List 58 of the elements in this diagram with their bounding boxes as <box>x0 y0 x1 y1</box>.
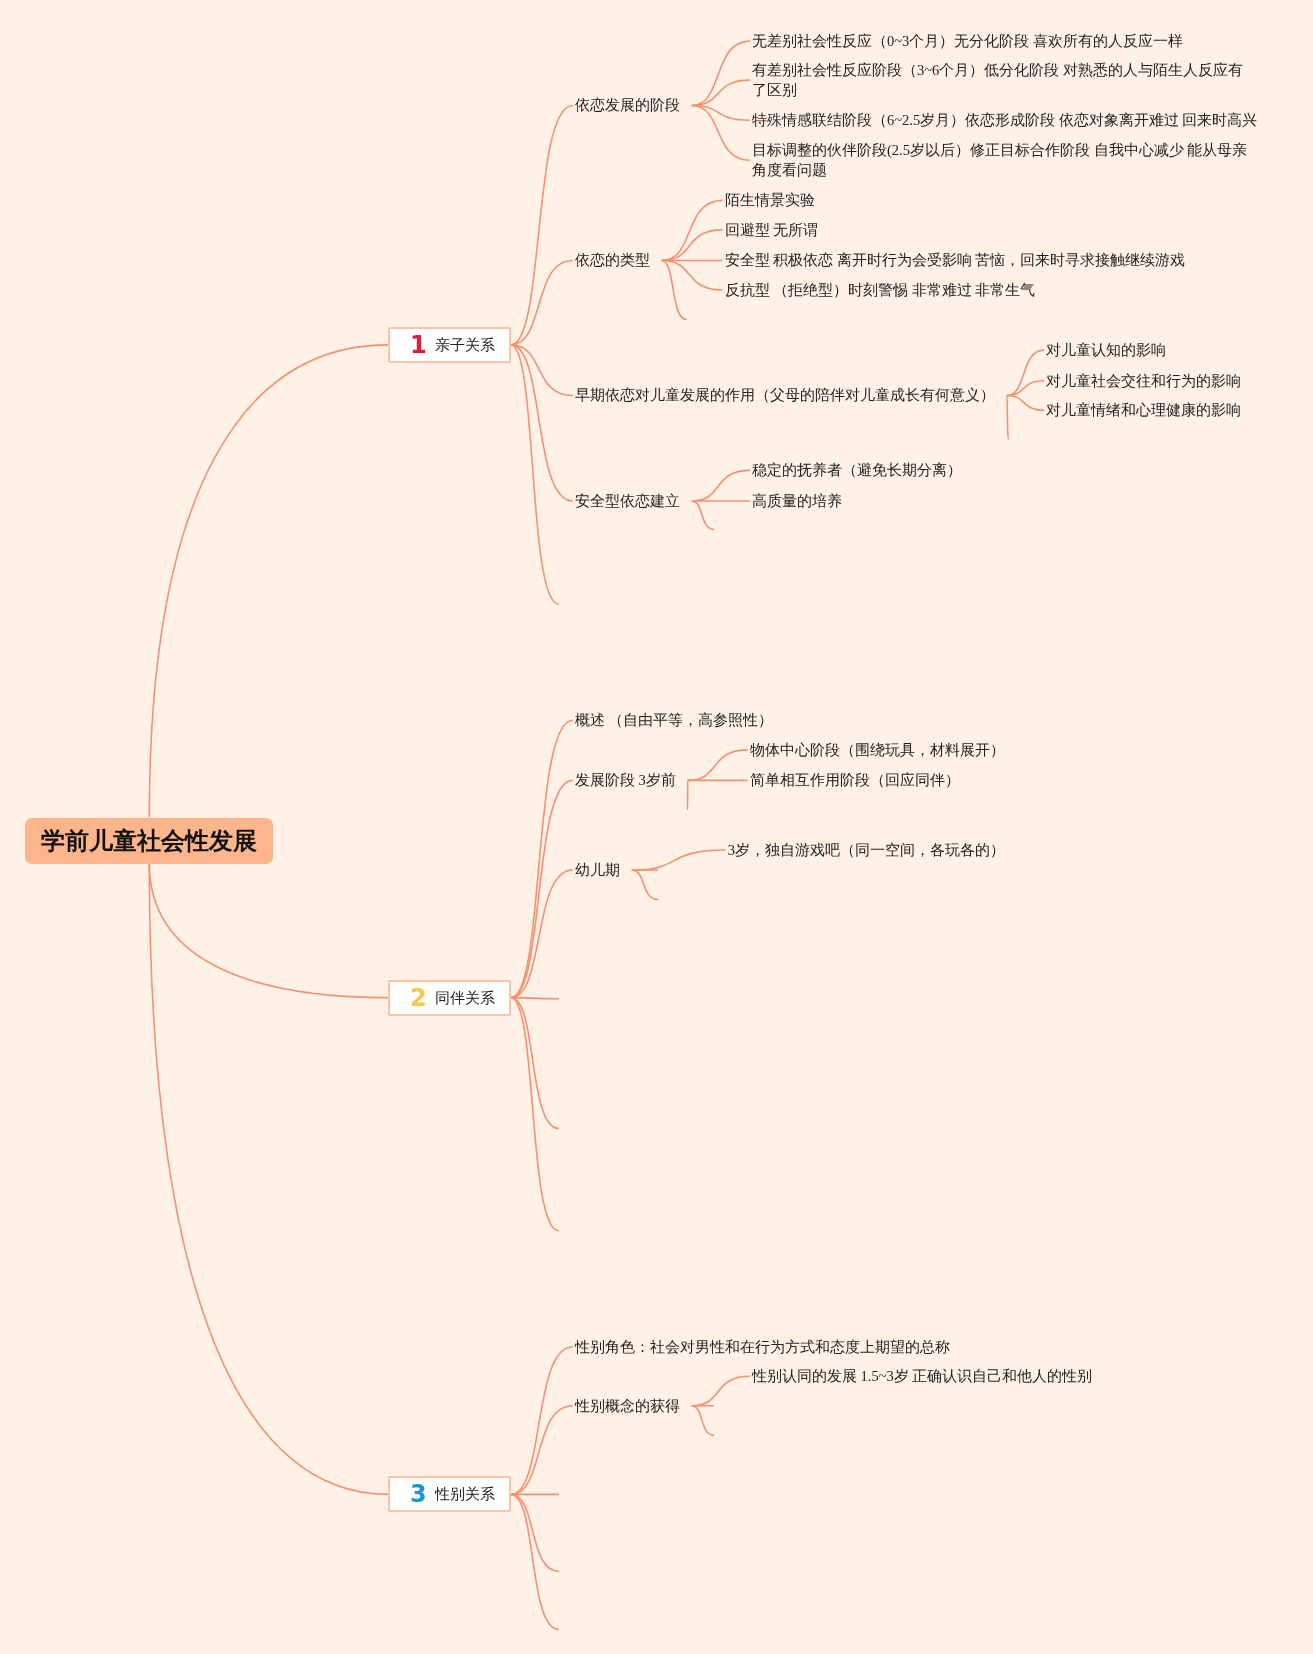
topic-text: 幼儿期 <box>572 858 632 883</box>
topic-text: 特殊情感联结阶段（6~2.5岁月）依恋形成阶段 依恋对象离开难过 回来时高兴 <box>749 108 1270 133</box>
topic-text: 依恋的类型 <box>572 248 662 273</box>
topic-text: 陌生情景实验 <box>722 188 827 213</box>
branch-line <box>630 869 659 901</box>
topic-number: 3 <box>410 1481 427 1508</box>
topic-box <box>388 326 511 363</box>
branch-line <box>1005 349 1045 397</box>
branch-line <box>690 40 751 107</box>
branch-line <box>686 779 749 782</box>
topic-label: 性别关系 <box>434 1484 495 1505</box>
branch-line <box>690 104 751 162</box>
topic-text: 依恋发展的阶段 <box>572 93 692 118</box>
topic-text: 3岁，独自游戏吧（同一空间，各玩各的） <box>725 838 1017 862</box>
topic-text: 物体中心阶段（围绕玩具，材料展开） <box>747 737 1017 762</box>
branch-line <box>510 1405 574 1496</box>
topic-box <box>388 979 511 1016</box>
topic-text: 性别概念的获得 <box>572 1393 692 1418</box>
topic-text: 反抗型 （拒绝型）时刻警惕 非常难过 非常生气 <box>722 278 1048 302</box>
branch-line <box>510 344 560 606</box>
topic-text: 简单相互作用阶段（回应同伴） <box>747 768 972 793</box>
branch-line <box>148 862 389 1496</box>
topic-text: 有差别社会性反应阶段（3~6个月）低分化阶段 对熟悉的人与陌生人反应有了区别 <box>749 58 1262 103</box>
topic-number: 2 <box>410 984 427 1011</box>
branch-line <box>1005 394 1009 441</box>
topic-text: 对儿童社会交往和行为的影响 <box>1044 368 1254 393</box>
topic-label: 亲子关系 <box>434 334 495 355</box>
topic-text: 对儿童情绪和心理健康的影响 <box>1044 398 1254 423</box>
topic-text: 安全型 积极依恋 离开时行为会受影响 苦恼，回来时寻求接触继续游戏 <box>722 248 1198 273</box>
topic-text: 回避型 无所谓 <box>722 217 831 242</box>
branch-line <box>1005 394 1045 412</box>
topic-text: 发展阶段 3岁前 <box>572 768 688 793</box>
topic-text: 目标调整的伙伴阶段(2.5岁以后）修正目标合作阶段 自我中心减少 能从母亲角度看问题 <box>749 138 1262 183</box>
topic-text: 早期依恋对儿童发展的作用（父母的陪伴对儿童成长有何意义） <box>572 383 1007 408</box>
central-topic: 学前儿童社会性发展 <box>25 817 274 864</box>
branch-line <box>510 996 560 1232</box>
branch-line <box>690 1405 715 1437</box>
branch-line <box>148 344 389 819</box>
branch-line <box>510 1493 560 1631</box>
topic-text: 性别认同的发展 1.5~3岁 正确认识自己和他人的性别 <box>749 1364 1105 1389</box>
branch-line <box>510 719 574 999</box>
topic-text: 安全型依恋建立 <box>572 488 692 513</box>
branch-line <box>686 749 749 782</box>
topic-label: 同伴关系 <box>434 987 495 1008</box>
branch-line <box>510 104 574 346</box>
topic-text: 概述 （自由平等，高参照性） <box>572 708 786 733</box>
topic-text: 稳定的抚养者（避免长期分离） <box>749 458 974 483</box>
branch-line <box>690 500 715 531</box>
branch-line <box>686 779 689 811</box>
branch-line <box>510 869 574 999</box>
topic-text: 性别角色：社会对男性和在行为方式和态度上期望的总称 <box>572 1334 962 1359</box>
topic-text: 无差别社会性反应（0~3个月）无分化阶段 喜欢所有的人反应一样 <box>749 29 1195 54</box>
branch-line <box>510 996 560 1130</box>
branch-line <box>660 259 688 321</box>
topic-text: 对儿童认知的影响 <box>1044 338 1179 363</box>
topic-box <box>388 1476 511 1513</box>
topic-number: 1 <box>410 331 427 358</box>
topic-text: 高质量的培养 <box>749 488 854 513</box>
